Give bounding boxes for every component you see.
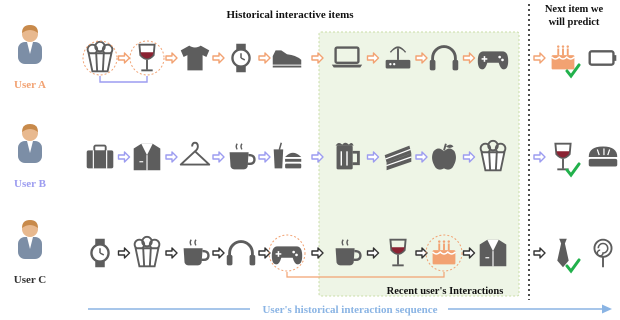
sequence-arrow [88, 304, 612, 314]
sequence-step-arrow [415, 52, 428, 64]
sequence-label: User's historical interaction sequence [262, 304, 437, 316]
sequence-step-arrow [165, 247, 178, 259]
sequence-step-arrow [366, 247, 380, 259]
recent-interactions-box [318, 31, 520, 297]
sequence-step-arrow [462, 52, 476, 64]
cake-slice-icon [384, 145, 412, 171]
shoe-icon [272, 50, 302, 68]
sequence-step-arrow [311, 151, 324, 163]
correct-check-icon [565, 162, 581, 178]
headphones-icon [226, 240, 256, 266]
correct-check-icon [565, 63, 581, 79]
user-row-c: User C [14, 220, 613, 286]
beer-mug-icon [335, 142, 360, 170]
predicted-wine-glass-icon [554, 142, 572, 171]
suit-jacket-icon [133, 143, 161, 171]
predicted-battery-icon [588, 50, 617, 66]
sequence-step-arrow [212, 247, 225, 259]
wine-glass-icon [389, 238, 407, 267]
coffee-cup-icon [335, 239, 362, 266]
relation-bracket [286, 272, 445, 278]
sequence-step-arrow [165, 52, 178, 64]
relation-bracket [99, 76, 148, 83]
wristwatch-icon [90, 238, 110, 268]
next-item-title-line1: Next item we [545, 4, 604, 15]
sequence-step-arrow [533, 151, 546, 163]
predicted-birthday-cake-icon [551, 45, 575, 70]
gamepad-icon [271, 246, 303, 265]
coffee-cup-icon [229, 143, 256, 170]
popcorn-icon [133, 235, 161, 268]
sequence-step-arrow [415, 247, 428, 259]
sequence-step-arrow [258, 151, 271, 163]
apple-icon [432, 143, 456, 170]
user-label: User A [14, 79, 46, 91]
sequence-step-arrow [311, 247, 324, 259]
highlight-circle [129, 40, 165, 76]
gamepad-icon [477, 51, 509, 70]
predicted-tie-icon [557, 238, 569, 268]
user-avatar-icon [18, 25, 42, 64]
sequence-step-arrow [311, 52, 324, 64]
laptop-icon [331, 46, 363, 68]
fast-food-icon [273, 142, 302, 169]
sequence-step-arrow [366, 52, 380, 64]
sequence-step-arrow [212, 151, 225, 163]
coffee-cup-icon [183, 239, 210, 266]
wristwatch-icon [231, 43, 251, 73]
t-shirt-icon [180, 45, 210, 71]
popcorn-icon [86, 40, 114, 73]
highlight-circle [268, 234, 306, 272]
user-avatar-icon [18, 220, 42, 259]
sequence-step-arrow [415, 151, 428, 163]
user-row-a: User A [14, 25, 617, 91]
highlight-circle [425, 234, 463, 272]
user-label: User B [14, 178, 47, 190]
birthday-cake-icon [432, 240, 456, 265]
clothes-hanger-icon [179, 141, 211, 166]
sequence-arrowhead [602, 304, 612, 314]
sequence-step-arrow [117, 151, 131, 163]
sequence-step-arrow [462, 247, 476, 259]
sequence-step-arrow [366, 151, 380, 163]
predicted-lollipop-icon [593, 238, 613, 268]
highlight-circle [82, 40, 118, 76]
user-label: User C [14, 274, 47, 286]
sequence-step-arrow [533, 52, 546, 64]
sequence-step-arrow [258, 52, 271, 64]
briefcase-icon [86, 144, 114, 169]
sequence-step-arrow [212, 52, 225, 64]
correct-check-icon [565, 258, 581, 274]
wine-glass-icon [138, 43, 156, 72]
sequence-step-arrow [117, 247, 131, 259]
user-avatar-icon [18, 124, 42, 163]
historical-title: Historical interactive items [226, 9, 354, 21]
sequence-step-arrow [258, 247, 271, 259]
popcorn-icon [479, 139, 507, 172]
recent-interactions-label: Recent user's Interactions [387, 286, 504, 297]
sequence-step-arrow [462, 151, 476, 163]
next-item-title-line2: will predict [549, 17, 600, 28]
router-icon [385, 46, 411, 69]
user-row-b: User B [14, 124, 618, 190]
sequence-step-arrow [165, 151, 178, 163]
sequence-step-arrow [533, 247, 546, 259]
predicted-pie-icon [588, 146, 618, 167]
headphones-icon [429, 45, 459, 71]
suit-jacket-icon [479, 239, 507, 267]
sequence-step-arrow [117, 52, 131, 64]
